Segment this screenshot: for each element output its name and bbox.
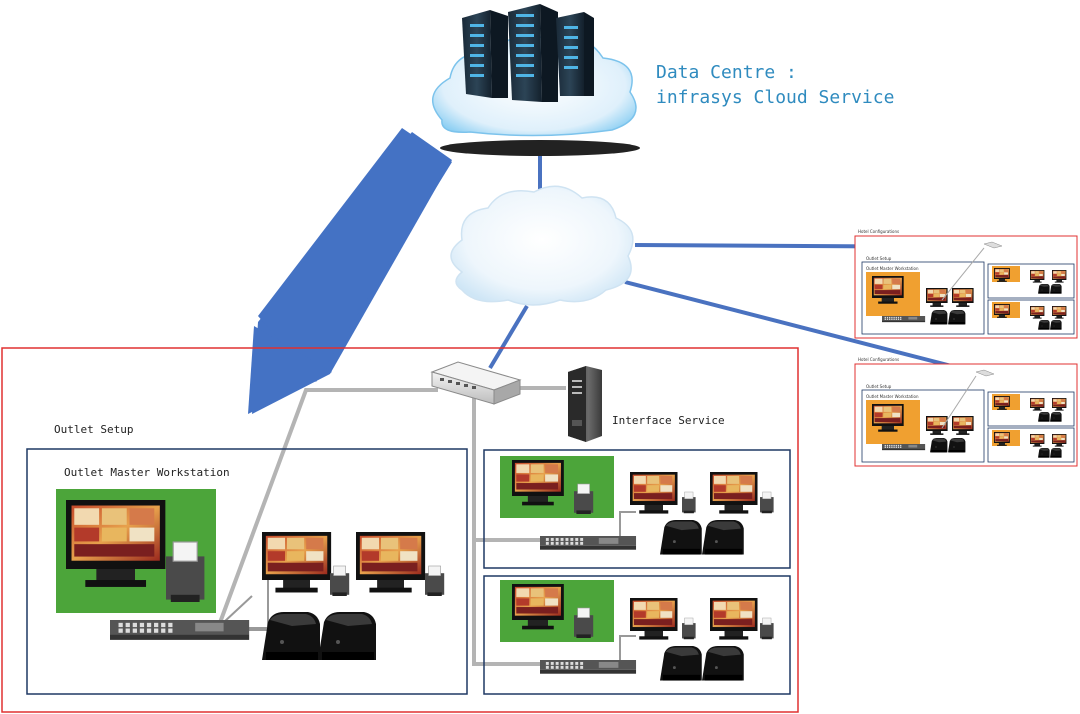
data-centre-line1: Data Centre : <box>656 62 797 83</box>
lan-cables <box>216 386 566 666</box>
outlet-box-3 <box>483 575 791 695</box>
outlet-setup-label: Outlet Setup <box>54 423 134 436</box>
outlet-switch-icon <box>110 620 250 640</box>
deployment-arrow-body <box>258 128 452 382</box>
mini-hotel-2-master: Outlet Master Workstation <box>866 394 919 399</box>
mini-hotel-1-master: Outlet Master Workstation <box>866 266 919 271</box>
data-centre-line2: infrasys Cloud Service <box>656 87 895 108</box>
hotel-configuration-frame <box>1 347 799 713</box>
mini-hotel-config-2 <box>854 363 1078 467</box>
internet-cloud <box>450 185 634 306</box>
mini-hotel-1-title: Hotel Configurations <box>858 229 900 234</box>
outlet-box-2 <box>483 449 791 569</box>
data-centre-title: Data Centre : infrasys Cloud Service <box>656 60 894 110</box>
mini-hotel-2-title: Hotel Configurations <box>858 357 900 362</box>
mini-hotel-config-1 <box>854 235 1078 339</box>
pos-terminal-2-icon <box>356 532 426 593</box>
receipt-printer-2-icon <box>424 565 445 597</box>
server-racks-icon <box>462 4 594 102</box>
pos-terminal-1-icon <box>262 532 332 593</box>
kitchen-printer-2-icon <box>318 612 376 660</box>
interface-server-tower-icon <box>568 366 602 442</box>
outlet-setup-box <box>26 448 468 695</box>
core-switch-icon <box>430 361 522 405</box>
outlet-master-label: Outlet Master Workstation <box>64 466 230 479</box>
mini-hotel-2-outlet: Outlet Setup <box>866 384 892 389</box>
interface-service-label: Interface Service <box>612 414 725 427</box>
kitchen-printer-1-icon <box>262 612 320 660</box>
receipt-printer-1-icon <box>329 565 350 597</box>
mini-hotel-1-outlet: Outlet Setup <box>866 256 892 261</box>
